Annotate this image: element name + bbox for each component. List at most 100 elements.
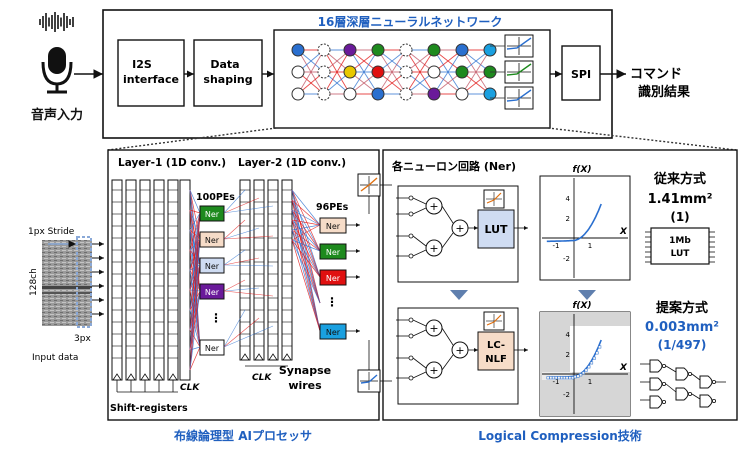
quantized-point [558, 377, 561, 380]
input-data-label: Input data [32, 353, 78, 363]
neuron-label: Ner [205, 344, 220, 353]
synapse-label: Synapse [279, 364, 331, 377]
nn-node [292, 88, 304, 100]
neuron-label: Ner [205, 210, 220, 219]
input-pin [409, 356, 413, 360]
neuron-circuit-title: 各ニューロン回路 (Ner) [391, 159, 516, 173]
nn-node [292, 66, 304, 78]
command-result-label-2: 識別結果 [638, 84, 690, 100]
tick-label: 4 [566, 331, 571, 339]
microphone-icon [40, 12, 73, 92]
input-pin [409, 318, 413, 322]
nn-node [318, 44, 330, 56]
shift-register [180, 180, 190, 380]
stride-label: 1px Stride [28, 227, 75, 237]
quantized-point [598, 346, 601, 349]
nn-title: 16層深層ニューラルネットワーク [318, 14, 503, 29]
nn-node [372, 88, 384, 100]
proposed-area: 0.003mm² [645, 320, 719, 335]
svg-text:shaping: shaping [203, 73, 252, 86]
input-pin [409, 376, 413, 380]
nn-node [428, 66, 440, 78]
plus-sign: + [429, 242, 438, 255]
input-pin [409, 212, 413, 216]
nn-node [344, 66, 356, 78]
clk-label: CLK [180, 383, 200, 393]
x-axis-label: X [619, 227, 628, 237]
top-section: 音声入力 I2S interface Data shaping 16層深層ニュー… [31, 10, 690, 138]
quantized-point [574, 376, 577, 379]
memory-chip-icon: 1MbLUT [645, 228, 715, 264]
quantized-point [571, 377, 574, 380]
ellipsis: ⋮ [326, 295, 338, 309]
channel-label: 128ch [29, 268, 39, 296]
quantized-point [577, 375, 580, 378]
input-pin [409, 254, 413, 258]
neuron-label: Ner [326, 222, 341, 231]
quantized-point [596, 352, 599, 355]
logic-gate [650, 378, 662, 390]
proposed-ratio: (1/497) [658, 338, 707, 352]
layer1-label: Layer-1 (1D conv.) [118, 157, 226, 169]
input-data-image [42, 237, 92, 327]
input-pin [409, 196, 413, 200]
neuron-label: Ner [205, 262, 220, 271]
svg-text:I2S: I2S [132, 58, 152, 71]
shift-registers-label: Shift-registers [110, 403, 188, 414]
neuron-label: Ner [326, 248, 341, 257]
shift-register [112, 180, 122, 380]
down-arrow-icon [450, 290, 468, 300]
spi-block: SPI [562, 46, 600, 100]
command-result-label: コマンド [630, 67, 682, 82]
shift-register [240, 180, 250, 360]
plus-sign: + [429, 200, 438, 213]
quantized-point [552, 377, 555, 380]
tick-label: -1 [553, 242, 560, 250]
down-arrow-icon [578, 290, 596, 300]
nn-node [428, 88, 440, 100]
plus-sign: + [429, 322, 438, 335]
fx-label: f(X) [572, 301, 591, 311]
proposed-title: 提案方式 [656, 300, 708, 316]
nn-node [292, 44, 304, 56]
tick-label: -2 [563, 255, 570, 263]
svg-text:SPI: SPI [571, 68, 591, 81]
nn-node [372, 66, 384, 78]
input-pin [409, 234, 413, 238]
tick-label: 4 [566, 195, 571, 203]
shift-register [268, 180, 278, 360]
synapse-wire [292, 220, 320, 277]
plus-sign: + [455, 222, 464, 235]
nn-node [456, 66, 468, 78]
nn-node [456, 44, 468, 56]
input-pin [409, 334, 413, 338]
tick-label: 1 [588, 378, 592, 386]
quantized-point [588, 366, 591, 369]
logic-gate [700, 395, 712, 407]
conventional-area: 1.41mm² [648, 192, 713, 207]
tick-label: 1 [588, 242, 592, 250]
shift-register [282, 180, 292, 360]
block-label: NLF [485, 354, 507, 365]
plus-sign: + [429, 364, 438, 377]
shift-register [254, 180, 264, 360]
quantized-point [585, 369, 588, 372]
shift-register [168, 180, 178, 380]
plus-sign: + [455, 344, 464, 357]
svg-text:Data: Data [210, 58, 239, 71]
nn-node [400, 66, 412, 78]
nn-node [344, 88, 356, 100]
left-caption: 布線論理型 AIプロセッサ [174, 428, 312, 443]
pe-count-label: 100PEs [196, 192, 235, 203]
fx-label: f(X) [572, 165, 591, 175]
conventional-ratio: (1) [670, 210, 689, 224]
neuron-label: Ner [205, 236, 220, 245]
logic-gate [676, 368, 688, 380]
logic-gate [650, 396, 662, 408]
neuron-label: Ner [205, 288, 220, 297]
logic-gate [650, 360, 662, 372]
activation-plot [540, 176, 630, 280]
voice-input-label: 音声入力 [31, 107, 83, 123]
